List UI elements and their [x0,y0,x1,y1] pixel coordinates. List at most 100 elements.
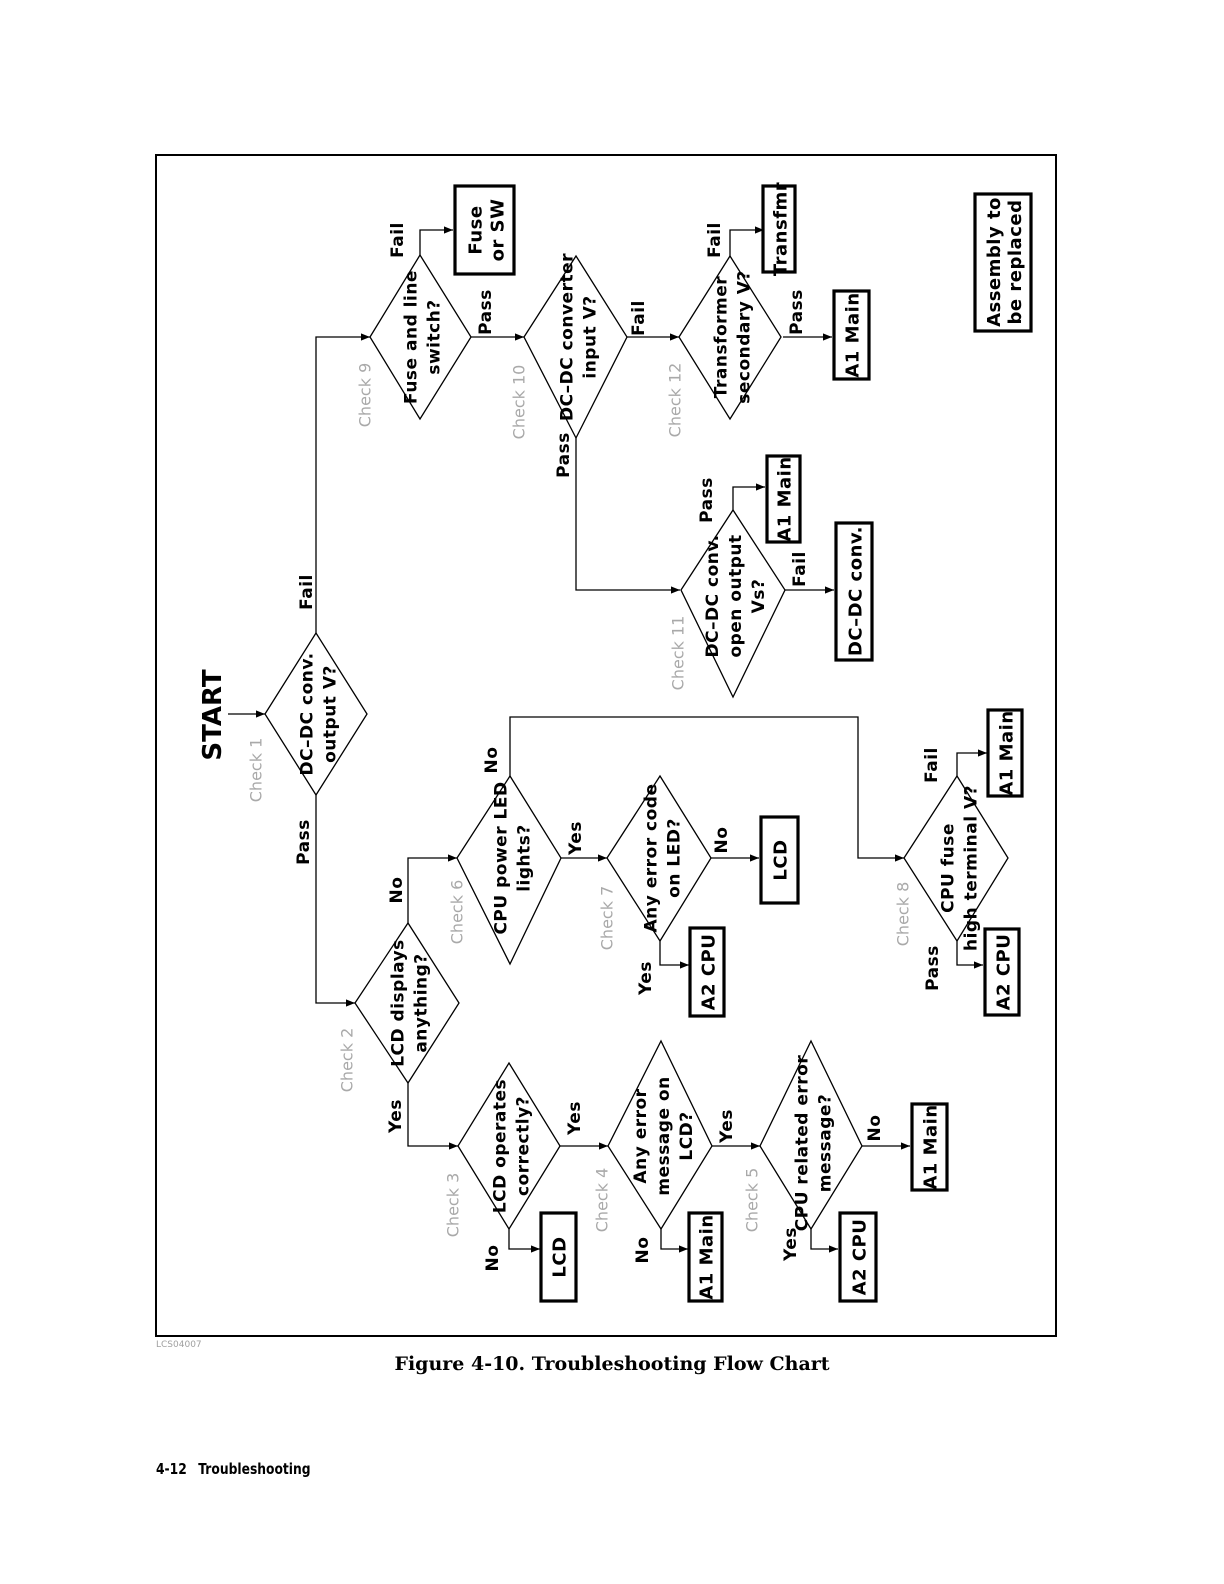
check-label-check-2: Check 2 [337,1028,356,1092]
check-label-check-1: Check 1 [246,738,265,802]
edge-label-c8-pass: Pass [923,945,943,991]
assembly-lcd-c7: LCD [771,839,792,880]
assembly-dc-dc-conv: DC–DC conv. [846,526,867,656]
check-label-check-7: Check 7 [597,886,616,950]
decision-check-3 [457,1061,561,1231]
page-footer: 4-12 Troubleshooting [156,1460,322,1478]
check-label-check-9: Check 9 [355,363,374,427]
box-lcd-c3 [539,1211,578,1303]
assembly-a1-main-c5: A1 Main [921,1104,942,1189]
box-a2-cpu-c5 [838,1211,878,1303]
check-label-check-12: Check 12 [665,363,684,438]
box-legend [973,192,1033,333]
edge-label-c3-yes: Yes [565,1101,585,1136]
edge-label-c6-yes: Yes [566,821,586,856]
legend-assembly-to-be-replaced: Assembly tobe replaced [984,197,1026,327]
assemblies [453,184,1033,1303]
edge-label-c7-no: No [712,827,732,854]
box-a1-main-c11 [765,454,802,544]
edge-label-c7-yes: Yes [636,961,656,996]
check-label-check-5: Check 5 [742,1168,761,1232]
figure-id: LCS04007 [156,1340,202,1350]
question-check-1: DC–DC conv.output V? [298,652,341,775]
figure-caption: Figure 4-10. Troubleshooting Flow Chart [394,1353,830,1375]
decision-check-8 [903,774,1009,943]
edge-label-c4-no: No [633,1237,653,1264]
edge-label-c9-fail: Fail [388,222,408,258]
box-a1-main-c8 [986,708,1024,798]
assembly-a1-main-c8: A1 Main [997,710,1018,795]
edge-label-c6-no: No [482,747,502,774]
decision-check-2 [354,921,460,1085]
check-labels: Check 1 Check 2 Check 3 Check 4 Check 5 Check… [246,363,912,1238]
box-a2-cpu-c8 [983,927,1021,1017]
edge-label-c2-no: No [387,877,407,904]
box-a1-main-c4 [687,1211,724,1303]
box-a1-main-c12 [832,289,871,381]
check-label-check-11: Check 11 [668,616,687,691]
assembly-fuse-sw: Fuseor SW [466,199,509,262]
footer-section: Troubleshooting [198,1460,311,1478]
assembly-a1-main-c11: A1 Main [775,456,796,541]
assembly-a1-main-c4: A1 Main [697,1214,718,1299]
box-a1-main-c5 [910,1102,949,1192]
box-fuse-sw [453,184,516,276]
decision-check-5 [759,1039,863,1231]
check-label-check-8: Check 8 [893,882,912,946]
assembly-a1-main-c12: A1 Main [843,292,864,377]
box-lcd-c7 [759,815,800,905]
edge-label-c9-pass: Pass [476,289,496,335]
edge-label-c4-yes: Yes [717,1109,737,1144]
edge-label-c1-fail: Fail [297,574,317,610]
assembly-a2-cpu-c5: A2 CPU [850,1219,871,1296]
edge-label-c10-pass: Pass [554,432,574,478]
check-label-check-10: Check 10 [509,365,528,440]
edge-label-c10-fail: Fail [629,300,649,336]
box-dc-dc-conv [834,521,874,662]
decision-check-7 [606,774,712,943]
check-label-check-3: Check 3 [443,1173,462,1237]
start-label: START [198,669,228,760]
decision-check-1 [264,631,368,797]
decision-check-10 [523,254,628,440]
decision-check-4 [607,1039,713,1231]
check-label-check-4: Check 4 [592,1168,611,1232]
decision-check-12 [678,254,782,421]
box-transfmr [761,184,797,274]
decision-check-9 [369,253,472,421]
assembly-a2-cpu-c8: A2 CPU [994,934,1015,1011]
edge-label-c2-yes: Yes [386,1099,406,1134]
edge-label-c11-pass: Pass [697,477,717,523]
page-number: 4-12 [156,1460,187,1478]
connectors [228,226,987,1253]
decision-check-6 [456,774,562,966]
edge-label-c1-pass: Pass [294,819,314,865]
chart-frame [155,154,1057,1337]
box-a2-cpu-c7 [688,926,726,1018]
edge-label-c5-no: No [865,1115,885,1142]
edge-label-c12-fail: Fail [705,222,725,258]
check-label-check-6: Check 6 [447,880,466,944]
edge-label-c11-fail: Fail [790,551,810,587]
decision-check-11 [680,508,786,699]
assembly-transfmr: Transfmr [771,182,792,276]
edge-label-c8-fail: Fail [922,747,942,783]
assembly-a2-cpu-c7: A2 CPU [699,934,720,1011]
assembly-lcd-c3: LCD [550,1236,571,1277]
edge-label-c3-no: No [483,1245,503,1272]
